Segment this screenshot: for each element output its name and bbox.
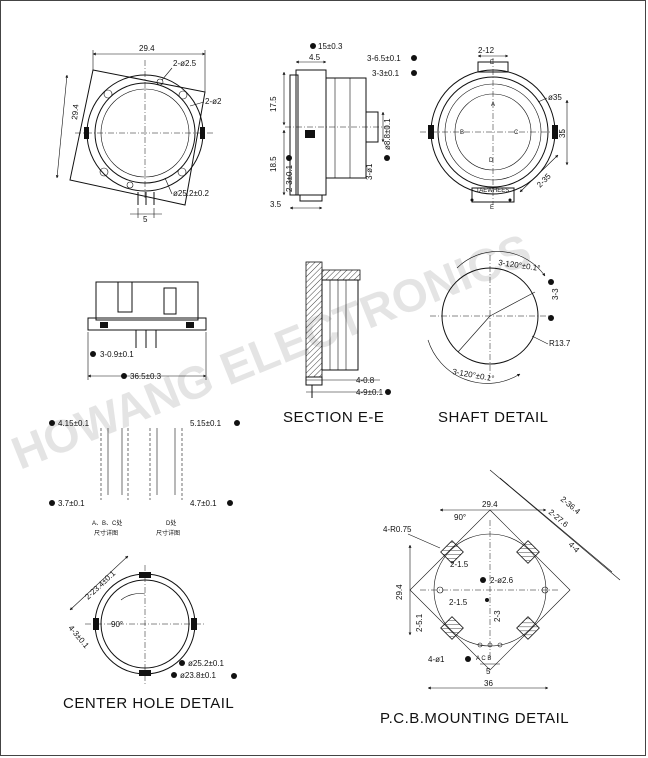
shaft-view-dim-3-120-bottom: 3-120°±0.1° [452,367,495,383]
shaft-view-dim-3-3: 3-3 [551,288,560,300]
side-view-dim-18-5: 18.5 [269,156,278,172]
section-view: 4-0.8 4-9±0.1 SECTION E-E [283,261,391,426]
section-view-dim-4-0-8: 4-0.8 [356,376,375,385]
terminal-views: 4.15±0.1 3.7±0.1 5.15±0.1 4.7±0.1 A、B、C处… [49,419,240,537]
section-view-hatched-body [305,261,323,378]
side-view: 15±0.3 4.5 3-6.5±0.1 3-3±0.1 17.5 18.5 ø… [269,42,417,210]
pcb-dim-2-phi2-6: 2-ø2.6 [490,576,514,585]
front-view-letter-d: D [489,158,494,164]
side-view-dim-phi8-8: ø8.8±0.1 [383,118,392,150]
side-view-dim-2-3: 2-3±0.1 [285,164,294,192]
center-hole-dim-2-23-4: 2-23.4±0.1 [83,568,117,601]
top-view-dim-29-4-side: 29.4 [70,103,81,120]
top-view-body [69,69,206,206]
terminal-note-d-2: 尺寸详图 [156,529,180,537]
terminal-dim-5-15: 5.15±0.1 [190,419,222,428]
pcb-dim-2-27-6: 2-27.6 [547,508,571,530]
pcb-dim-4-phi1: 4-ø1 [428,655,445,664]
terminal-dim-4-7: 4.7±0.1 [190,499,217,508]
pcb-caption: P.C.B.MOUNTING DETAIL [380,710,569,727]
terminal-dim-4-15: 4.15±0.1 [58,419,90,428]
top-view-dim-5: 5 [143,215,148,224]
front-view-dim-2-35: 2-35 [535,171,553,189]
terminal-note-abc-1: A、B、C处 [92,519,122,527]
bottom-view-body [95,281,199,321]
top-view-dim-2-phi2-5: 2-ø2.5 [173,59,197,68]
center-hole-dim-phi25-2: ø25.2±0.1 [188,659,225,668]
pcb-dim-2-5-1: 2-5.1 [415,613,424,632]
bottom-view: 3-0.9±0.1 36.5±0.3 [87,281,207,381]
pcb-dim-90: 90° [454,513,466,522]
pcb-dim-4-r0-75: 4-R0.75 [383,525,412,534]
side-view-dim-4-5: 4.5 [309,53,321,62]
top-view-dim-phi25-2: ø25.2±0.2 [173,189,210,198]
front-view-letter-e-bottom: E [490,205,494,211]
pcb-dim-5: 5 [486,667,491,676]
side-view-dim-15: 15±0.3 [318,42,343,51]
terminal-dim-3-7: 3.7±0.1 [58,499,85,508]
pcb-view: 2-36.4 2-27.6 4-4 29.4 4-R0.75 90° 2-1.5… [380,469,621,727]
center-hole-dim-4-3: 4-3±0.1 [66,624,91,651]
front-view-letter-c: C [514,130,519,136]
pcb-letters: A C B [476,656,491,662]
center-hole-dim-90: 90° [111,620,123,629]
section-view-dim-4-9: 4-9±0.1 [356,388,384,397]
front-view-letter-a: A [491,102,495,108]
shaft-view-dim-r13-7: R13.7 [549,339,571,348]
side-view-dim-3-5: 3.5 [270,200,282,209]
pcb-dim-2-36-4: 2-36.4 [559,495,583,517]
top-view: 29.4 2-ø2.5 2-ø2 29.4 ø25.2±0.2 5 [55,44,222,224]
side-view-dim-3-3: 3-3±0.1 [372,69,400,78]
center-hole-view: 90° 2-23.4±0.1 4-3±0.1 ø25.2±0.1 ø23.8±0… [63,555,237,712]
front-view-letter-b: B [460,130,464,136]
bottom-view-dim-36-5: 36.5±0.3 [130,372,162,381]
shaft-caption: SHAFT DETAIL [438,409,548,426]
section-caption: SECTION E-E [283,409,384,426]
side-view-dim-3-6-5: 3-6.5±0.1 [367,54,401,63]
front-view: 2-12 E ø35 35 2-35 A B C D TAEWHEES E [420,46,569,211]
front-view-dim-2-12: 2-12 [478,46,495,55]
center-hole-caption: CENTER HOLE DETAIL [63,695,234,712]
terminal-note-d-1: D处 [166,519,176,527]
pcb-dim-29-4-top: 29.4 [482,500,498,509]
side-view-dim-3-phi1: 3-ø1 [365,163,374,180]
bottom-view-dim-3-0-9: 3-0.9±0.1 [100,350,134,359]
pcb-dim-2-3: 2-3 [493,610,502,622]
pcb-dim-36: 36 [484,679,493,688]
top-view-dim-29-4: 29.4 [139,44,155,53]
pcb-dim-2-1-5: 2-1.5 [450,560,469,569]
center-hole-dim-phi23-8: ø23.8±0.1 [180,671,217,680]
top-view-dim-2-phi2: 2-ø2 [205,97,222,106]
pcb-dim-4-4: 4-4 [567,540,582,555]
side-view-shaft-housing [325,77,367,179]
front-view-brand: TAEWHEES [476,188,509,194]
front-view-dim-35: 35 [558,129,567,138]
front-view-letter-e-top: E [490,60,494,66]
front-view-dim-phi35: ø35 [548,93,562,102]
side-view-dim-17-5: 17.5 [269,96,278,112]
terminal-note-abc-2: 尺寸详图 [94,529,118,537]
pcb-dim-29-4-side: 29.4 [395,584,404,600]
pcb-dim-2-1-5b: 2-1.5 [449,598,468,607]
